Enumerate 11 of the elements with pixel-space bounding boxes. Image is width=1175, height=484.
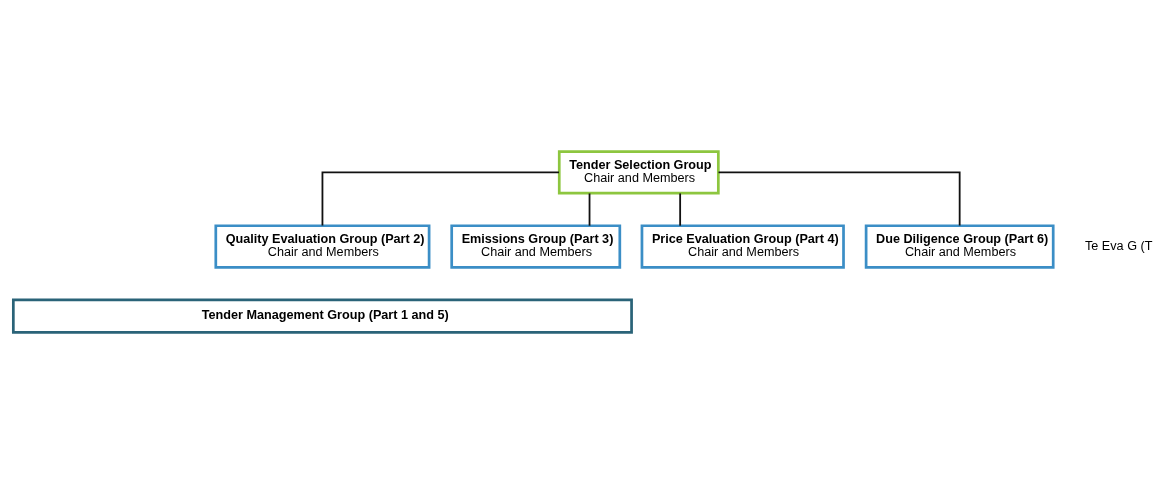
label: Te Eva G (T bbox=[1085, 238, 1153, 253]
node-box: Tender Management Group (Part 1 and 5) bbox=[11, 298, 633, 334]
connector bbox=[588, 192, 591, 227]
node-box: Due Diligence Group (Part 6) Chair and Members bbox=[864, 224, 1055, 269]
node-box: Quality Evaluation Group (Part 2) Chair and Members bbox=[214, 224, 431, 269]
connector bbox=[679, 192, 682, 227]
node-box: Price Evaluation Group (Part 4) Chair and Members bbox=[640, 224, 845, 269]
connector bbox=[321, 171, 560, 227]
node-box: Tender Selection Group Chair and Members bbox=[557, 150, 720, 195]
connector bbox=[717, 171, 961, 227]
node-box: Emissions Group (Part 3) Chair and Members bbox=[450, 224, 622, 269]
